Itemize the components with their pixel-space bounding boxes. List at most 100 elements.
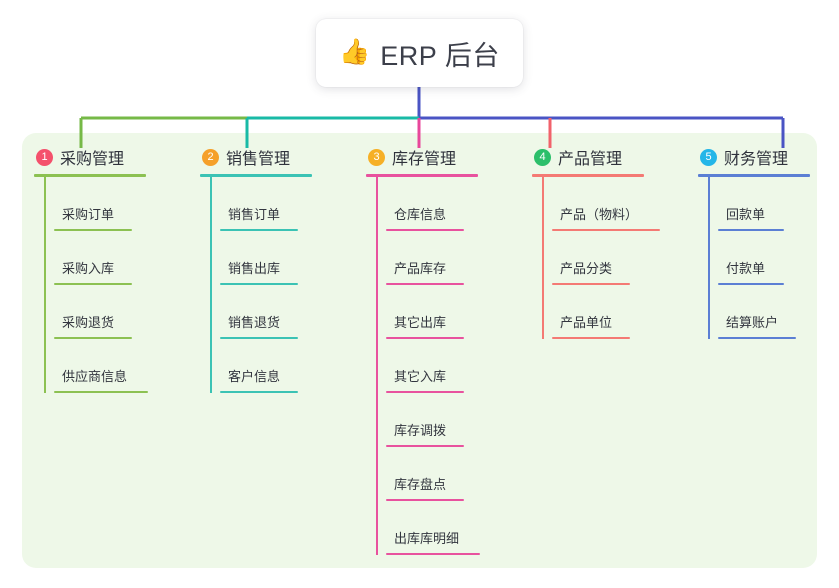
menu-item-rule (386, 283, 464, 285)
menu-item-rule (220, 337, 298, 339)
branch-spine-inventory (376, 177, 378, 555)
menu-item-purchasing-2[interactable]: 采购入库 (44, 231, 200, 285)
menu-item-rule (718, 229, 784, 231)
menu-item-rule (54, 391, 148, 393)
menu-item-label: 采购订单 (62, 207, 115, 222)
branch-title-purchasing: 采购管理 (60, 151, 125, 168)
menu-item-inventory-4[interactable]: 其它入库 (376, 339, 532, 393)
menu-item-product-3[interactable]: 产品单位 (542, 285, 698, 339)
menu-item-label: 销售订单 (228, 207, 281, 222)
menu-item-product-2[interactable]: 产品分类 (542, 231, 698, 285)
menu-item-rule (386, 445, 464, 447)
branch-items-finance: 回款单付款单结算账户 (698, 177, 839, 339)
menu-item-rule (718, 337, 796, 339)
menu-item-sales-2[interactable]: 销售出库 (210, 231, 366, 285)
menu-item-label: 其它入库 (394, 369, 447, 384)
branch-header-product[interactable]: 4 产品管理 (532, 146, 698, 168)
branch-header-rule-inventory (366, 174, 478, 177)
menu-item-finance-2[interactable]: 付款单 (708, 231, 839, 285)
menu-item-inventory-3[interactable]: 其它出库 (376, 285, 532, 339)
menu-item-label: 采购退货 (62, 315, 115, 330)
menu-item-rule (220, 229, 298, 231)
menu-item-rule (718, 283, 784, 285)
menu-item-rule (552, 337, 630, 339)
branch-items-product: 产品（物料） 产品分类产品单位 (532, 177, 698, 339)
menu-item-finance-1[interactable]: 回款单 (708, 177, 839, 231)
menu-item-rule (386, 391, 464, 393)
root-node-title: ERP 后台 (380, 40, 500, 71)
menu-item-rule (386, 229, 464, 231)
branch-column-purchasing: 1 采购管理采购订单采购入库采购退货供应商信息 (34, 146, 200, 393)
menu-item-rule (552, 283, 630, 285)
branch-items-sales: 销售订单销售出库销售退货客户信息 (200, 177, 366, 393)
branches-panel (22, 133, 817, 568)
menu-item-inventory-6[interactable]: 库存盘点 (376, 447, 532, 501)
menu-item-purchasing-4[interactable]: 供应商信息 (44, 339, 200, 393)
menu-item-finance-3[interactable]: 结算账户 (708, 285, 839, 339)
branch-column-product: 4 产品管理产品（物料） 产品分类产品单位 (532, 146, 698, 339)
menu-item-product-1[interactable]: 产品（物料） (542, 177, 698, 231)
branch-title-sales: 销售管理 (226, 151, 291, 168)
branch-number-badge-finance: 5 (700, 148, 717, 166)
menu-item-purchasing-3[interactable]: 采购退货 (44, 285, 200, 339)
menu-item-purchasing-1[interactable]: 采购订单 (44, 177, 200, 231)
menu-item-label: 回款单 (726, 207, 766, 222)
menu-item-label: 出库库明细 (394, 531, 460, 546)
branch-title-finance: 财务管理 (724, 151, 789, 168)
branch-header-rule-finance (698, 174, 810, 177)
menu-item-label: 客户信息 (228, 369, 281, 384)
menu-item-label: 仓库信息 (394, 207, 447, 222)
menu-item-rule (220, 391, 298, 393)
menu-item-label: 产品分类 (560, 261, 613, 276)
menu-item-label: 结算账户 (726, 315, 779, 330)
menu-item-label: 采购入库 (62, 261, 115, 276)
menu-item-label: 产品（物料） (560, 207, 639, 222)
menu-item-rule (54, 229, 132, 231)
menu-item-label: 库存盘点 (394, 477, 447, 492)
branch-header-rule-product (532, 174, 644, 177)
menu-item-inventory-7[interactable]: 出库库明细 (376, 501, 532, 555)
menu-item-inventory-1[interactable]: 仓库信息 (376, 177, 532, 231)
branch-number-badge-purchasing: 1 (36, 148, 53, 166)
menu-item-rule (54, 337, 132, 339)
branch-header-sales[interactable]: 2 销售管理 (200, 146, 366, 168)
branch-spine-purchasing (44, 177, 46, 393)
branch-column-finance: 5 财务管理回款单付款单结算账户 (698, 146, 839, 339)
thumbs-up-icon: 👍 (339, 37, 371, 66)
branch-spine-product (542, 177, 544, 339)
menu-item-rule (54, 283, 132, 285)
branch-spine-sales (210, 177, 212, 393)
branch-items-inventory: 仓库信息产品库存其它出库其它入库库存调拨库存盘点出库库明细 (366, 177, 532, 555)
branch-items-purchasing: 采购订单采购入库采购退货供应商信息 (34, 177, 200, 393)
root-node-erp-backend[interactable]: 👍 ERP 后台 (316, 19, 523, 87)
branch-header-purchasing[interactable]: 1 采购管理 (34, 146, 200, 168)
branch-title-product: 产品管理 (558, 151, 623, 168)
branch-number-badge-product: 4 (534, 148, 551, 166)
menu-item-sales-3[interactable]: 销售退货 (210, 285, 366, 339)
branch-spine-finance (708, 177, 710, 339)
menu-item-inventory-5[interactable]: 库存调拨 (376, 393, 532, 447)
menu-item-sales-4[interactable]: 客户信息 (210, 339, 366, 393)
menu-item-sales-1[interactable]: 销售订单 (210, 177, 366, 231)
branch-number-badge-inventory: 3 (368, 148, 385, 166)
branch-header-rule-purchasing (34, 174, 146, 177)
branch-number-badge-sales: 2 (202, 148, 219, 166)
menu-item-label: 产品单位 (560, 315, 613, 330)
menu-item-label: 付款单 (726, 261, 766, 276)
menu-item-label: 其它出库 (394, 315, 447, 330)
branch-header-rule-sales (200, 174, 312, 177)
menu-item-label: 供应商信息 (62, 369, 128, 384)
menu-item-rule (386, 337, 464, 339)
menu-item-inventory-2[interactable]: 产品库存 (376, 231, 532, 285)
root-node-content: 👍 ERP 后台 (339, 34, 500, 73)
branch-header-finance[interactable]: 5 财务管理 (698, 146, 839, 168)
menu-item-label: 库存调拨 (394, 423, 447, 438)
menu-item-label: 产品库存 (394, 261, 447, 276)
menu-item-label: 销售退货 (228, 315, 281, 330)
branch-column-sales: 2 销售管理销售订单销售出库销售退货客户信息 (200, 146, 366, 393)
menu-item-rule (386, 499, 464, 501)
